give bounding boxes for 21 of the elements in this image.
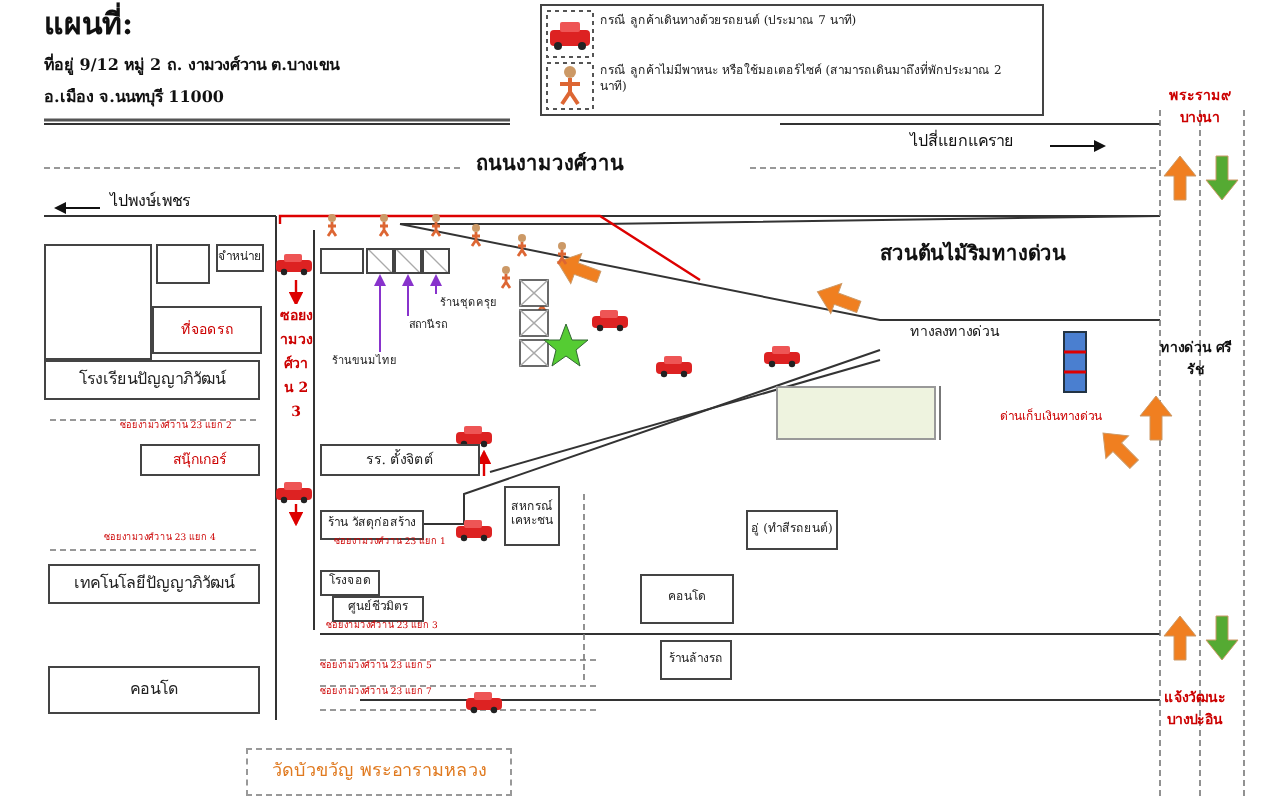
college-box: เทคโนโลยีปัญญาภิวัฒน์ xyxy=(48,564,260,604)
shop-block xyxy=(366,248,394,274)
hotel-sign xyxy=(776,386,936,440)
school-box: โรงเรียนปัญญาภิวัฒน์ xyxy=(44,360,260,400)
address-text: อ.เมือง จ.นนทบุรี 11000 xyxy=(44,88,224,106)
shop-block xyxy=(422,248,450,274)
leader-line xyxy=(374,274,386,353)
leader-line xyxy=(430,274,442,295)
place-box xyxy=(156,244,210,284)
leader-line xyxy=(402,274,414,317)
place-box xyxy=(44,244,152,360)
temple-box: วัดบัวขวัญ พระอารามหลวง xyxy=(246,748,512,796)
condo-box: คอนโด xyxy=(48,666,260,714)
shop-block xyxy=(394,248,422,274)
map-title: แผนที่: xyxy=(44,0,134,46)
road-name: ถนนงามวงศ์วาน xyxy=(476,154,624,176)
area-label: สวนต้นไม้ริมทางด่วน xyxy=(880,244,1066,266)
address-text: ที่อยู่ 9/12 หมู่ 2 ถ. งามวงศ์วาน ต.บางเขน xyxy=(44,56,339,74)
shop-box xyxy=(320,248,364,274)
direction-text: ไปพงษ์เพชร xyxy=(110,194,190,212)
direction-text: ไปสี่แยกแคราย xyxy=(910,134,1014,152)
